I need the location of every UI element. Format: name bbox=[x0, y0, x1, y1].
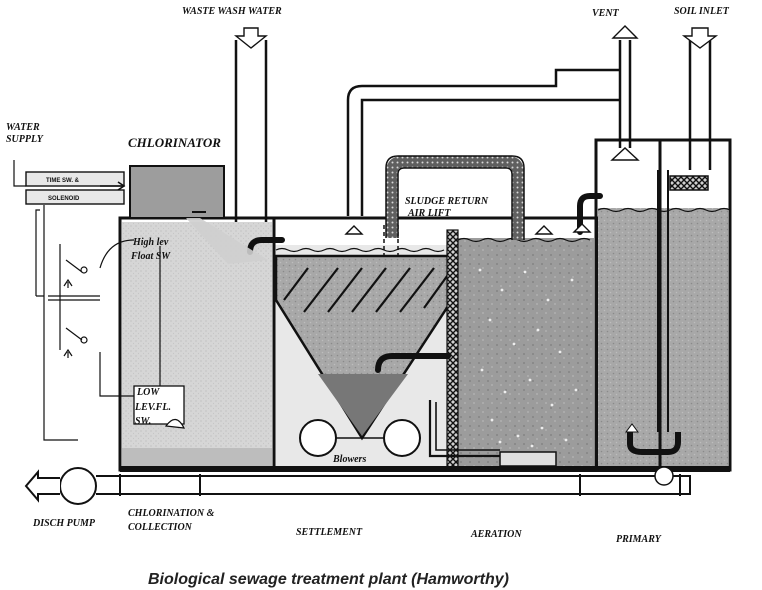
aeration-label: AERATION bbox=[470, 529, 522, 540]
sludge-return-pipe bbox=[386, 156, 524, 240]
pipework bbox=[96, 40, 712, 495]
sludge-cone bbox=[318, 374, 408, 436]
solenoid-label: SOLENOID bbox=[48, 196, 80, 202]
float-icon bbox=[164, 418, 186, 429]
tank-body bbox=[118, 138, 732, 472]
disch-pump-label: DISCH PUMP bbox=[32, 518, 96, 529]
water-supply-label-2: SUPPLY bbox=[6, 134, 44, 145]
chlorinator-unit: TIME SW. & SOLENOID bbox=[13, 160, 268, 264]
control-wiring bbox=[35, 205, 161, 441]
soil-inlet-arrow-icon bbox=[681, 27, 719, 49]
soil-inlet-label: SOIL INLET bbox=[674, 6, 730, 17]
chlorination-label: CHLORINATION & bbox=[128, 508, 215, 519]
primary-liquid bbox=[598, 208, 728, 468]
chlorination-liquid bbox=[122, 222, 272, 468]
waste-wash-water-label: WASTE WASH WATER bbox=[182, 6, 282, 17]
aeration-liquid bbox=[456, 238, 594, 468]
aeration-bubbles bbox=[478, 268, 578, 448]
low-level-fl-label: LEV.FL. bbox=[134, 402, 171, 413]
primary-label: PRIMARY bbox=[616, 534, 662, 545]
high-level-switch-label: High lev bbox=[132, 237, 169, 248]
discharge-arrow-icon bbox=[24, 469, 60, 503]
collection-label: COLLECTION bbox=[128, 522, 193, 533]
flow-arrows bbox=[234, 25, 719, 235]
low-level-sw-label: SW. bbox=[135, 416, 151, 427]
vent-inner-arrow-icon bbox=[610, 147, 640, 161]
water-supply-label: WATER bbox=[6, 122, 40, 133]
sludge-return-label: SLUDGE RETURN bbox=[405, 196, 489, 207]
chlorinator-label: CHLORINATOR bbox=[128, 135, 221, 150]
low-level-label: LOW bbox=[136, 387, 160, 398]
pipe-joints bbox=[119, 474, 681, 496]
blower-icon-2 bbox=[383, 419, 421, 457]
vent-arrow-icon bbox=[611, 25, 639, 39]
settlement-label: SETTLEMENT bbox=[296, 527, 363, 538]
vent-label: VENT bbox=[592, 8, 620, 19]
time-sw-label: TIME SW. & bbox=[46, 178, 80, 184]
soil-screen bbox=[669, 175, 709, 191]
diffuser bbox=[499, 451, 557, 467]
blowers-label: Blowers bbox=[332, 454, 366, 465]
settlement-baffles bbox=[283, 267, 451, 313]
disch-pump-icon bbox=[59, 467, 97, 505]
float-switch-label: Float SW bbox=[130, 251, 171, 262]
waste-inlet-arrow-icon bbox=[234, 27, 268, 49]
blower-icon-1 bbox=[299, 419, 337, 457]
aeration-partition bbox=[446, 229, 459, 469]
low-level-switch-box bbox=[133, 385, 185, 425]
base-plinth bbox=[120, 466, 730, 472]
figure-caption: Biological sewage treatment plant (Hamwo… bbox=[148, 571, 509, 588]
air-lift-label: AIR LIFT bbox=[407, 208, 451, 219]
